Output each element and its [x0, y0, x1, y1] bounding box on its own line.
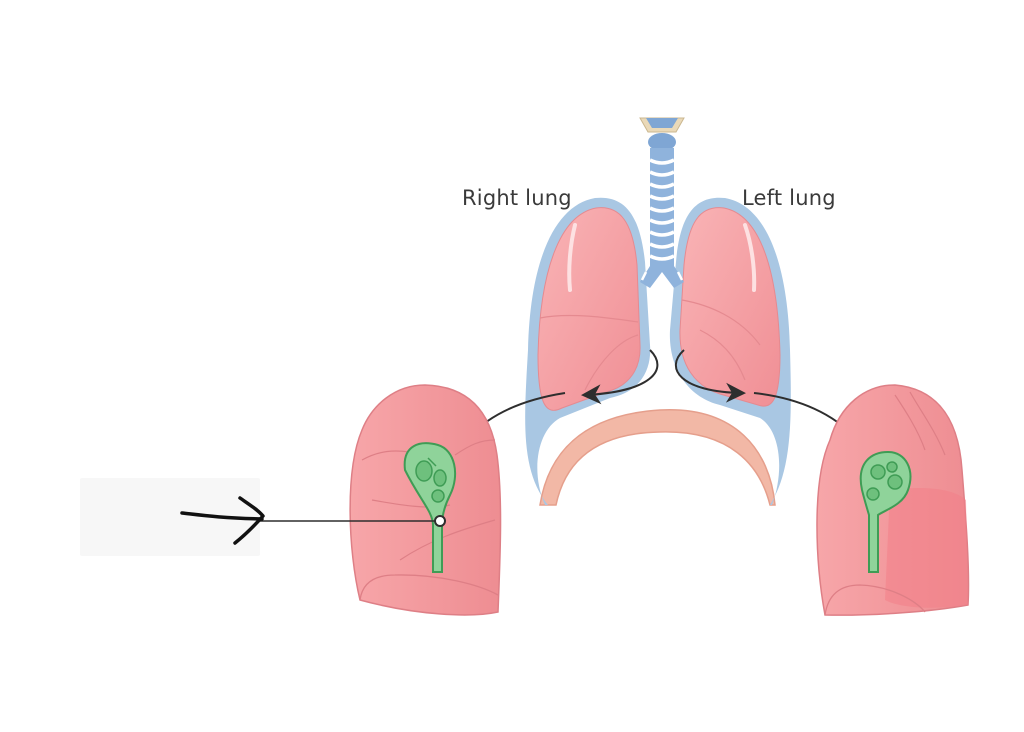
trachea: [639, 117, 685, 288]
left-lung-hilum: [859, 450, 912, 573]
left-lung-label: Left lung: [742, 186, 836, 210]
hilum-leader-line: [260, 515, 446, 527]
left-lung-anterior: [669, 197, 791, 505]
right-lung-hilum: [403, 442, 457, 573]
right-lung-anterior: [525, 197, 651, 505]
right-lung-label: Right lung: [462, 186, 572, 210]
diaphragm: [539, 409, 776, 506]
hand-drawn-arrow-icon: [180, 496, 265, 545]
